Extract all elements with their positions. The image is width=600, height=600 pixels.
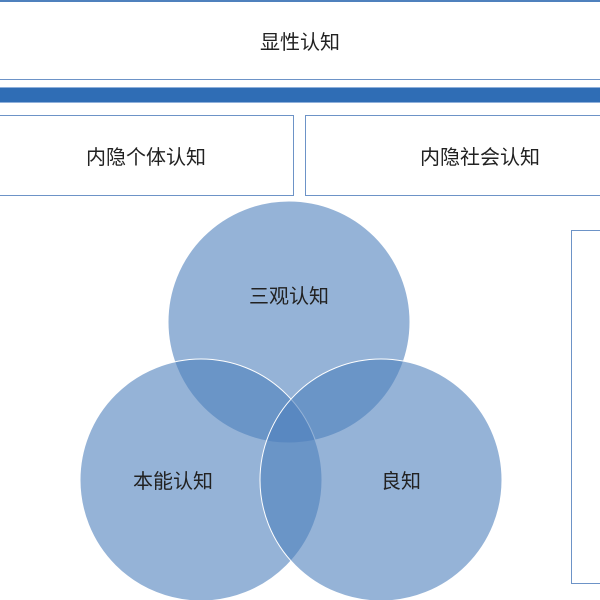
side-box [571, 230, 600, 584]
explicit-cognition-box: 显性认知 [0, 0, 600, 80]
implicit-social-cognition-box: 内隐社会认知 [305, 115, 600, 196]
implicit-social-label: 内隐社会认知 [420, 145, 540, 169]
explicit-cognition-label: 显性认知 [260, 30, 340, 54]
divider-bar [0, 87, 600, 103]
circle-label-worldview: 三观认知 [249, 284, 329, 308]
implicit-individual-label: 内隐个体认知 [86, 145, 206, 169]
circle-conscience [259, 358, 503, 600]
implicit-individual-cognition-box: 内隐个体认知 [0, 115, 294, 196]
circle-label-instinct: 本能认知 [133, 469, 213, 493]
circle-label-conscience: 良知 [381, 469, 421, 493]
